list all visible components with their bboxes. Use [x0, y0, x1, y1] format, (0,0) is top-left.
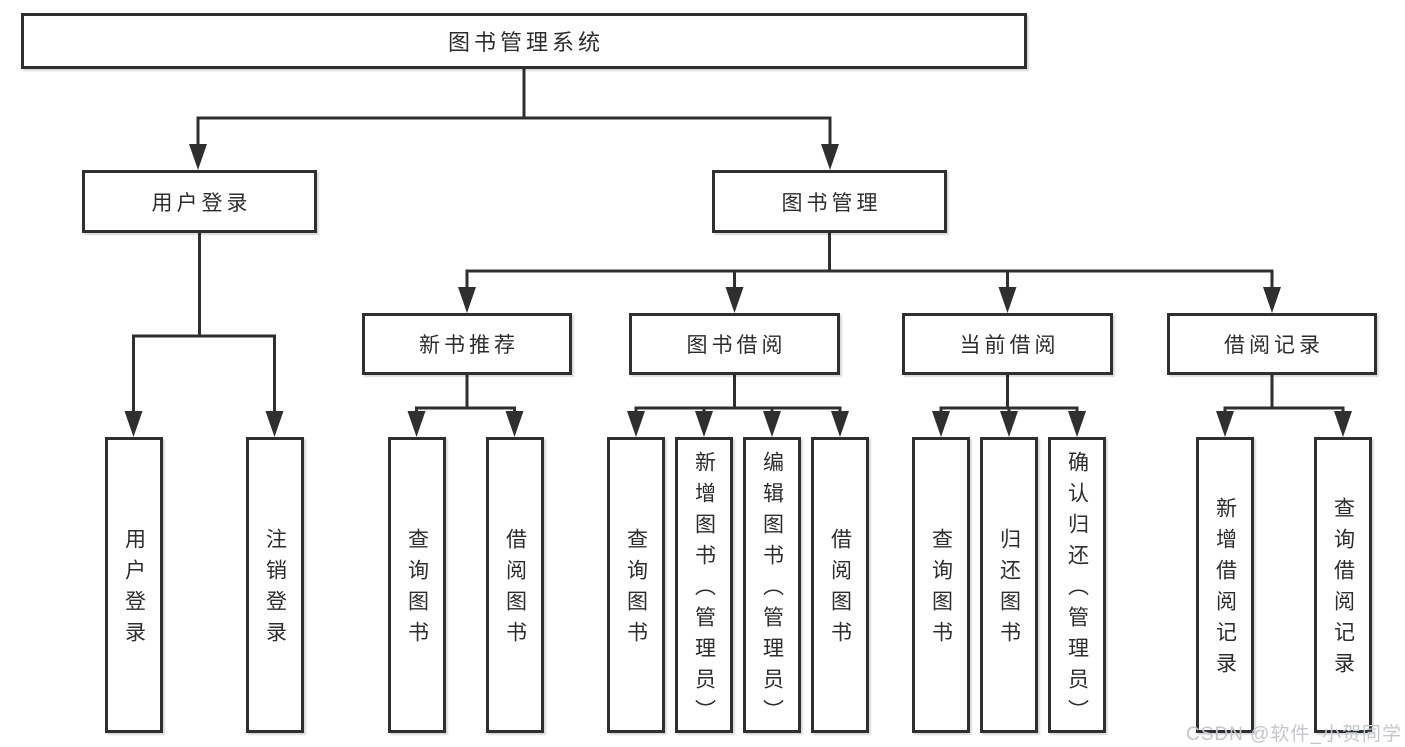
leaf-label: 查询图书: [929, 528, 953, 652]
node-label: 图书借阅: [686, 334, 787, 357]
leaf-query-books-1: 查询图书: [388, 437, 446, 733]
leaf-query-books-3: 查询图书: [912, 437, 970, 733]
leaf-label: 确认归还（管理员）: [1065, 450, 1089, 730]
node-label: 图书管理: [781, 191, 882, 215]
leaf-label: 新增图书（管理员）: [692, 450, 716, 730]
leaf-label: 查询图书: [624, 528, 648, 652]
leaf-user-login: 用户登录: [105, 437, 163, 733]
node-label: 图书管理系统: [447, 30, 604, 55]
leaf-label: 查询借阅记录: [1331, 497, 1355, 683]
leaf-logout: 注销登录: [246, 437, 304, 733]
leaf-query-borrow-record: 查询借阅记录: [1314, 437, 1372, 733]
node-label: 借阅记录: [1224, 334, 1324, 357]
node-new-book-recommend: 新书推荐: [362, 313, 572, 375]
node-user-login: 用户登录: [82, 170, 317, 233]
leaf-label: 借阅图书: [503, 528, 527, 652]
leaf-add-books-admin: 新增图书（管理员）: [675, 437, 733, 733]
leaf-label: 归还图书: [997, 528, 1021, 652]
node-label: 新书推荐: [419, 334, 519, 357]
leaf-borrow-books-2: 借阅图书: [811, 437, 869, 733]
node-borrow-records: 借阅记录: [1167, 313, 1377, 375]
leaf-label: 借阅图书: [828, 528, 852, 652]
node-label: 当前借阅: [959, 334, 1060, 357]
leaf-add-borrow-record: 新增借阅记录: [1196, 437, 1254, 733]
node-label: 用户登录: [151, 191, 252, 215]
csdn-watermark: CSDN @软件_小贺同学: [1186, 724, 1402, 745]
node-library-management-system: 图书管理系统: [21, 13, 1027, 69]
leaf-confirm-return-admin: 确认归还（管理员）: [1048, 437, 1106, 733]
leaf-query-books-2: 查询图书: [607, 437, 665, 733]
leaf-edit-books-admin: 编辑图书（管理员）: [743, 437, 801, 733]
node-book-borrow: 图书借阅: [629, 313, 840, 375]
node-book-management: 图书管理: [712, 170, 947, 233]
node-current-borrow: 当前借阅: [902, 313, 1113, 375]
leaf-borrow-books-1: 借阅图书: [486, 437, 544, 733]
leaf-label: 编辑图书（管理员）: [760, 450, 784, 730]
leaf-return-books: 归还图书: [980, 437, 1038, 733]
leaf-label: 注销登录: [263, 528, 287, 652]
leaf-label: 用户登录: [122, 528, 146, 652]
leaf-label: 新增借阅记录: [1213, 497, 1237, 683]
leaf-label: 查询图书: [405, 528, 429, 652]
